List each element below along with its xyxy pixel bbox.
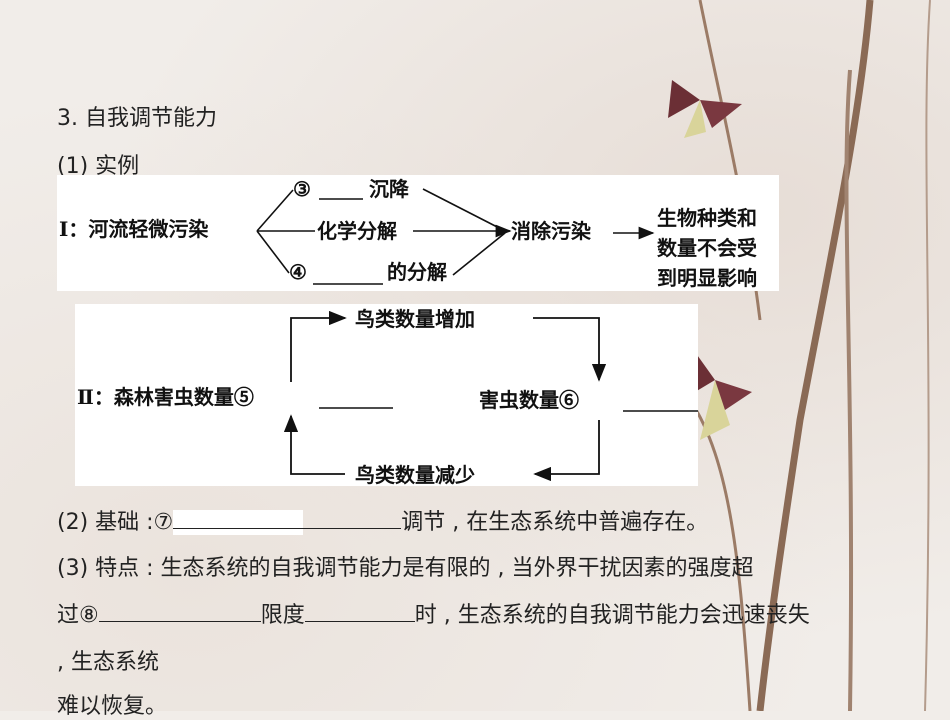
branch-mid-text: 化学分解	[317, 219, 397, 243]
feature-line-4: 难以恢复。	[57, 694, 168, 719]
basis-prefix: (2) 基础 :⑦	[57, 510, 174, 535]
forest-top-node: 鸟类数量增加	[355, 307, 475, 331]
pollution-start: Ⅰ：河流轻微污染	[59, 217, 209, 241]
basis-line: (2) 基础 :⑦ 调节 , 在生态系统中普遍存在。	[57, 504, 708, 536]
diagram-pollution: Ⅰ：河流轻微污染 ③ 沉降 化学分解 ④ 的分解 消除污染 生物种类和 数量不会…	[57, 175, 779, 291]
example-label: (1) 实例	[57, 154, 140, 179]
butterfly-icon	[690, 345, 752, 440]
branch-bottom-text: 的分解	[387, 260, 447, 284]
feature-line-2: 过⑧ 限度 时 , 生态系统的自我调节能力会迅速丧失	[57, 597, 810, 629]
feature-line-1: (3) 特点 : 生态系统的自我调节能力是有限的 , 当外界干扰因素的强度超	[57, 556, 754, 581]
diagram-forest: Ⅱ：森林害虫数量⑤ 害虫数量⑥ 鸟类数量增加 鸟类数量减少	[75, 304, 698, 486]
result-line-2: 数量不会受	[657, 236, 757, 260]
feature-line-3: , 生态系统	[57, 650, 159, 675]
branch-bottom-number: ④	[289, 260, 307, 284]
result-line-1: 生物种类和	[657, 206, 757, 230]
blank-8-tail	[304, 621, 415, 622]
section-heading: 3. 自我调节能力	[57, 106, 217, 131]
blank-7	[173, 528, 304, 529]
blank-7-tail	[303, 528, 402, 529]
branch-top-number: ③	[293, 177, 311, 201]
forest-left-node: Ⅱ：森林害虫数量⑤	[77, 385, 254, 409]
butterfly-icon	[668, 80, 742, 138]
basis-suffix: 调节 , 在生态系统中普遍存在。	[401, 510, 709, 535]
feature-limit: 限度	[260, 603, 305, 628]
feature-suffix: 时 , 生态系统的自我调节能力会迅速丧失	[414, 603, 810, 628]
branch-top-text: 沉降	[369, 177, 410, 201]
forest-bottom-node: 鸟类数量减少	[355, 463, 475, 486]
middle-node: 消除污染	[511, 219, 592, 243]
blank-7-cover	[173, 510, 304, 535]
forest-right-node: 害虫数量⑥	[479, 388, 579, 412]
blank-8	[98, 621, 261, 622]
feature-prefix: 过⑧	[57, 603, 99, 628]
result-line-3: 到明显影响	[657, 266, 757, 290]
